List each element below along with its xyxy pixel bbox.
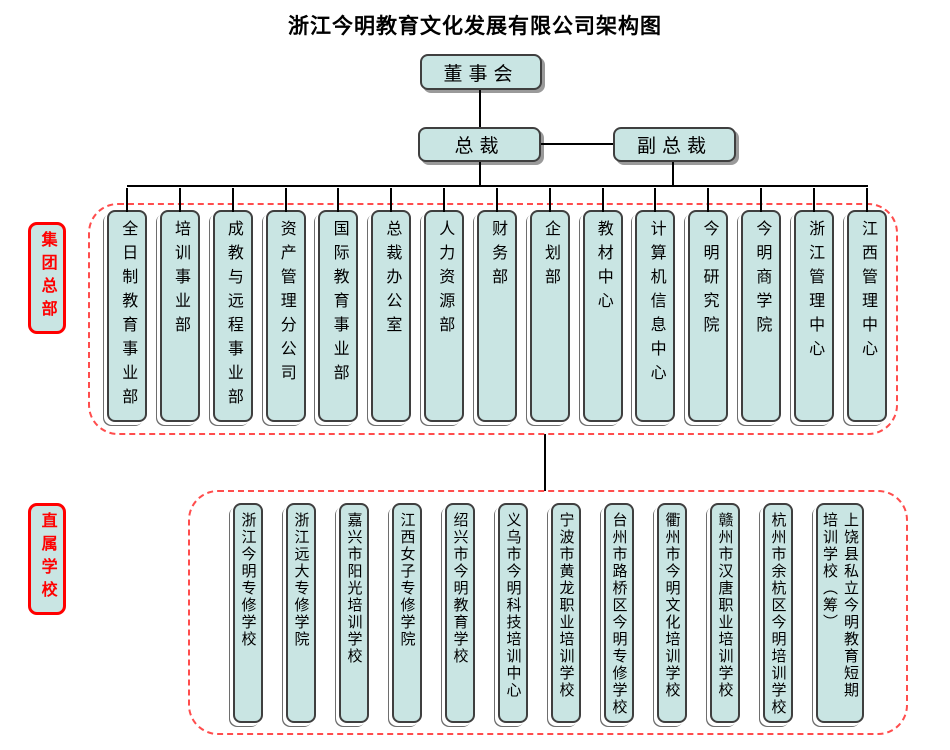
department-box: 资产管理分公司 <box>265 188 306 422</box>
department-label: 教材中心 <box>594 220 612 316</box>
department-label: 计算机信息中心 <box>647 220 665 388</box>
department-label: 资产管理分公司 <box>277 220 295 388</box>
department-box: 今明研究院 <box>688 188 729 422</box>
school-box: 赣州市汉唐职业培训学校 <box>710 503 740 723</box>
department-box: 成教与远程事业部 <box>212 188 253 422</box>
connector-president-vice <box>541 143 613 145</box>
department-box: 计算机信息中心 <box>635 188 676 422</box>
schools-group-label-text: 直属学校 <box>38 512 56 604</box>
school-label: 江西女子专修学院 <box>398 512 416 648</box>
connector-vice-bus <box>672 162 674 186</box>
headquarters-group-label-text: 集团总部 <box>38 231 56 323</box>
schools-group-label: 直属学校 <box>28 503 66 615</box>
school-box: 杭州市余杭区今明培训学校 <box>763 503 793 723</box>
department-box: 总裁办公室 <box>371 188 412 422</box>
department-label: 总裁办公室 <box>383 220 401 340</box>
school-label: 衢州市今明文化培训学校 <box>663 512 681 699</box>
department-label: 人力资源部 <box>436 220 454 340</box>
president-box: 总裁 <box>418 127 541 162</box>
school-box: 浙江远大专修学院 <box>286 503 316 723</box>
department-label: 培训事业部 <box>172 220 190 340</box>
department-box: 企划部 <box>529 188 570 422</box>
school-label: 上饶县私立今明教育短期 培训学校（筹） <box>821 512 859 699</box>
department-box: 浙江管理中心 <box>793 188 834 422</box>
schools-dashed-container <box>188 490 908 735</box>
school-box: 江西女子专修学院 <box>392 503 422 723</box>
page-title: 浙江今明教育文化发展有限公司架构图 <box>288 15 662 38</box>
school-label: 绍兴市今明教育学校 <box>451 512 469 665</box>
school-box: 浙江今明专修学校 <box>233 503 263 723</box>
school-label: 嘉兴市阳光培训学校 <box>345 512 363 665</box>
school-label: 赣州市汉唐职业培训学校 <box>716 512 734 699</box>
school-box: 嘉兴市阳光培训学校 <box>339 503 369 723</box>
headquarters-dashed-container <box>88 203 898 435</box>
department-row: 全日制教育事业部 培训事业部 成教与远程事业部 资产管理分公司 国际教育事业部 … <box>107 188 887 422</box>
connector-bus-line <box>127 185 868 187</box>
school-label: 义乌市今明科技培训中心 <box>504 512 522 699</box>
department-box: 人力资源部 <box>424 188 465 422</box>
school-box: 衢州市今明文化培训学校 <box>657 503 687 723</box>
board-of-directors-label: 董事会 <box>443 63 519 85</box>
president-label: 总裁 <box>454 136 505 157</box>
department-box: 国际教育事业部 <box>318 188 359 422</box>
school-label: 浙江今明专修学校 <box>239 512 257 648</box>
department-label: 企划部 <box>541 220 559 292</box>
connector-hq-schools <box>544 434 546 491</box>
school-label: 台州市路桥区今明专修学校 <box>610 512 628 716</box>
school-box: 上饶县私立今明教育短期 培训学校（筹） <box>816 503 864 723</box>
department-label: 成教与远程事业部 <box>224 220 242 412</box>
department-box: 今明商学院 <box>741 188 782 422</box>
department-label: 今明商学院 <box>753 220 771 340</box>
board-of-directors-box: 董事会 <box>420 54 542 90</box>
school-label: 杭州市余杭区今明培训学校 <box>769 512 787 716</box>
school-box: 宁波市黄龙职业培训学校 <box>551 503 581 723</box>
vice-president-box: 副总裁 <box>613 127 736 162</box>
school-label: 宁波市黄龙职业培训学校 <box>557 512 575 699</box>
department-label: 全日制教育事业部 <box>119 220 137 412</box>
school-box: 台州市路桥区今明专修学校 <box>604 503 634 723</box>
department-box: 财务部 <box>476 188 517 422</box>
department-box: 江西管理中心 <box>846 188 887 422</box>
school-box: 义乌市今明科技培训中心 <box>498 503 528 723</box>
department-box: 培训事业部 <box>159 188 200 422</box>
school-label: 浙江远大专修学院 <box>292 512 310 648</box>
department-label: 财务部 <box>489 220 507 292</box>
connector-board-president <box>479 90 481 127</box>
school-box: 绍兴市今明教育学校 <box>445 503 475 723</box>
department-box: 教材中心 <box>582 188 623 422</box>
department-label: 江西管理中心 <box>859 220 876 364</box>
department-label: 浙江管理中心 <box>806 220 824 364</box>
department-label: 国际教育事业部 <box>330 220 348 388</box>
department-label: 今明研究院 <box>700 220 718 340</box>
headquarters-group-label: 集团总部 <box>28 222 66 334</box>
school-row: 浙江今明专修学校 浙江远大专修学院 嘉兴市阳光培训学校 江西女子专修学院 绍兴市… <box>233 503 864 723</box>
vice-president-label: 副总裁 <box>636 136 712 157</box>
department-box: 全日制教育事业部 <box>107 188 147 422</box>
connector-president-bus <box>479 162 481 186</box>
